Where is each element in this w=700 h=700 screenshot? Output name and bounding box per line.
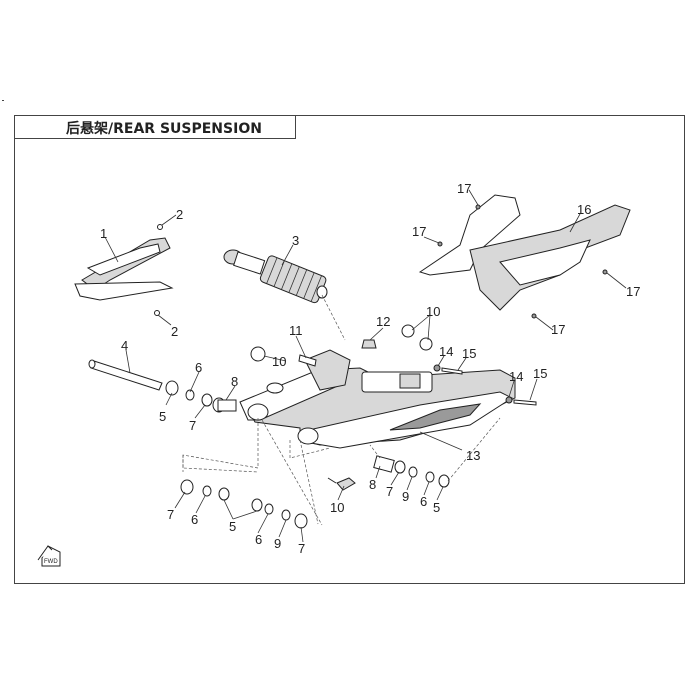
callout-5: 5	[433, 500, 440, 515]
callout-5: 5	[159, 409, 166, 424]
callout-17: 17	[412, 224, 426, 239]
callout-7: 7	[386, 484, 393, 499]
callout-10: 10	[272, 354, 286, 369]
callout-2: 2	[171, 324, 178, 339]
callout-9: 9	[274, 536, 281, 551]
callout-2: 2	[176, 207, 183, 222]
callout-10: 10	[426, 304, 440, 319]
callout-1: 1	[100, 226, 107, 241]
alignment-guides	[182, 294, 501, 526]
leader-lines	[104, 189, 627, 543]
page-title: 后悬架/REAR SUSPENSION	[66, 121, 262, 137]
bearing-set-right	[327, 455, 450, 491]
swing-arm-part	[239, 349, 516, 449]
callout-8: 8	[369, 477, 376, 492]
callout-4: 4	[121, 338, 128, 353]
washer-part	[250, 324, 537, 406]
callout-15: 15	[533, 366, 547, 381]
callout-17: 17	[551, 322, 565, 337]
pivot-shaft-part	[88, 359, 163, 391]
chain-guard-part	[418, 194, 631, 319]
bearing-set-left	[180, 479, 308, 529]
callout-7: 7	[167, 507, 174, 522]
forward-arrow-icon: FWD	[37, 545, 61, 567]
callout-7: 7	[298, 541, 305, 556]
callout-6: 6	[191, 512, 198, 527]
callout-12: 12	[376, 314, 390, 329]
callout-15: 15	[462, 346, 476, 361]
callout-17: 17	[626, 284, 640, 299]
callout-13: 13	[466, 448, 480, 463]
callout-16: 16	[577, 202, 591, 217]
callout-17: 17	[457, 181, 471, 196]
callout-14: 14	[509, 369, 523, 384]
callout-7: 7	[189, 418, 196, 433]
bolt-part	[154, 224, 163, 316]
callout-6: 6	[255, 532, 262, 547]
chain-slider-part	[74, 237, 174, 301]
callout-3: 3	[292, 233, 299, 248]
shock-absorber-part	[223, 249, 328, 304]
callout-9: 9	[402, 489, 409, 504]
callout-numbers: 1 2 2 3 4 5 5 5 6 6 6 6 7 7 7 7 8 8 9 9 …	[100, 181, 640, 556]
title-box	[14, 115, 296, 139]
callout-10: 10	[330, 500, 344, 515]
bushing-part	[165, 380, 237, 413]
callout-6: 6	[420, 494, 427, 509]
callout-14: 14	[439, 344, 453, 359]
diagram-frame	[14, 115, 685, 584]
callout-8: 8	[231, 374, 238, 389]
corner-mark	[2, 100, 4, 101]
callout-5: 5	[229, 519, 236, 534]
callout-11: 11	[289, 323, 303, 338]
callout-6: 6	[195, 360, 202, 375]
forward-label: FWD	[44, 559, 58, 565]
